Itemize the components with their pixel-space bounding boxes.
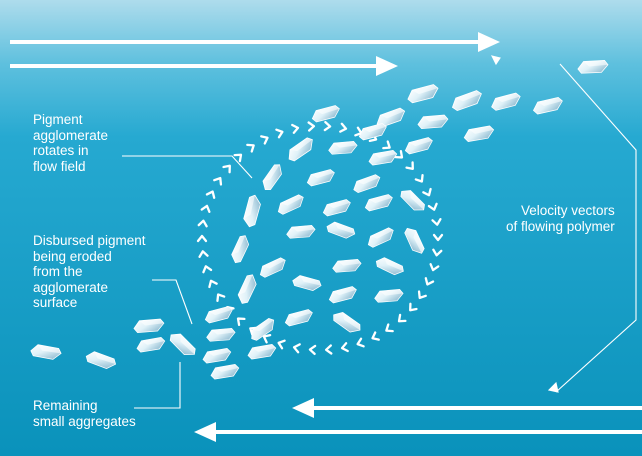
label-line: small aggregates [33, 414, 136, 430]
label-pigment-agglomerate: Pigment agglomerate rotates in flow fiel… [33, 112, 108, 174]
label-line: agglomerate [33, 128, 108, 144]
label-line: from the [33, 264, 146, 280]
label-line: Remaining [33, 398, 136, 414]
label-velocity-vectors: Velocity vectors of flowing polymer [506, 203, 615, 234]
label-line: rotates in [33, 143, 108, 159]
label-line: flow field [33, 159, 108, 175]
label-line: of flowing polymer [506, 219, 615, 235]
label-remaining-aggregates: Remaining small aggregates [33, 398, 136, 429]
label-line: being eroded [33, 249, 146, 265]
label-line: Pigment [33, 112, 108, 128]
label-disbursed-pigment: Disbursed pigment being eroded from the … [33, 233, 146, 311]
label-line: agglomerate [33, 280, 146, 296]
label-line: Velocity vectors [506, 203, 615, 219]
label-line: Disbursed pigment [33, 233, 146, 249]
label-line: surface [33, 295, 146, 311]
